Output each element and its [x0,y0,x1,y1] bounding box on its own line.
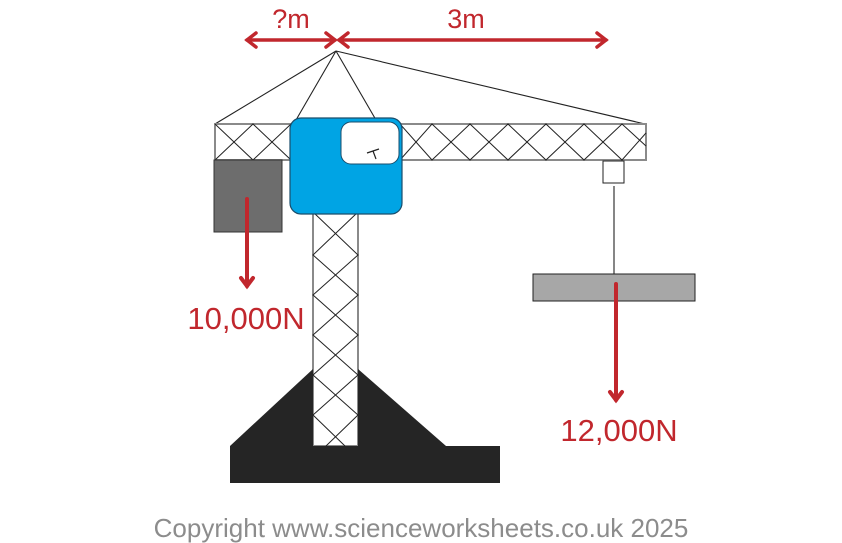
load-force-arrow [608,282,624,404]
crane-base [230,369,500,483]
counterweight-force-arrow [239,197,255,290]
operator-cab [289,117,403,215]
left-distance-label: ?m [272,4,310,34]
cab-window [340,121,400,165]
right-distance-arrow [336,31,609,49]
support-cables [214,50,646,125]
right-distance-label: 3m [447,4,485,34]
load-force-label: 12,000N [560,413,677,448]
jib-truss [214,123,647,161]
tower-truss [312,211,359,447]
counterweight-force-label: 10,000N [187,301,304,336]
copyright-text: Copyright www.scienceworksheets.co.uk 20… [154,513,689,543]
left-distance-arrow [244,31,338,49]
trolley-hook [602,160,625,184]
steering-icon [366,148,380,160]
